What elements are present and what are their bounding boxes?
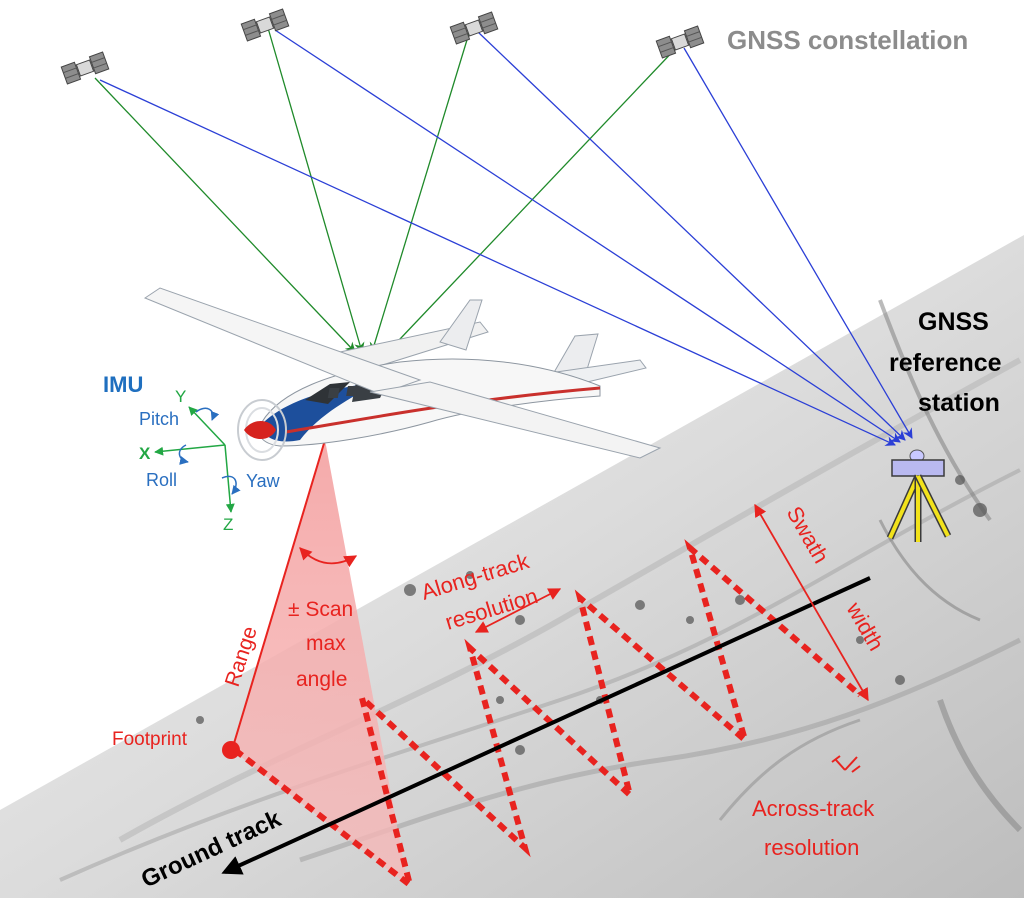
scan-label-line2: max — [306, 632, 346, 655]
aircraft-icon — [143, 287, 662, 461]
satellite-icon — [60, 51, 110, 85]
axis-z-label: Z — [223, 515, 233, 534]
across-track-label-line1: Across-track — [752, 796, 875, 821]
station-label-line3: station — [918, 389, 1000, 417]
pitch-label: Pitch — [139, 409, 179, 429]
station-label-line1: GNSS — [918, 308, 989, 336]
axis-x-label: X — [139, 444, 151, 463]
axis-y-label: Y — [175, 387, 186, 406]
imu-label: IMU — [103, 372, 143, 397]
across-track-bracket — [831, 755, 861, 773]
laser-beam — [232, 440, 408, 885]
gnss-signals-station — [99, 29, 913, 446]
station-label-line2: reference — [889, 349, 1002, 377]
yaw-label: Yaw — [246, 471, 281, 491]
scan-label-line1: ± Scan — [288, 598, 353, 621]
satellite-icon — [655, 25, 705, 59]
rotation-arrows — [178, 407, 241, 495]
satellite-icon — [240, 8, 290, 42]
along-track-arrow — [474, 588, 562, 633]
diagram-title: GNSS constellation — [727, 25, 968, 55]
gnss-signals-aircraft — [94, 27, 679, 359]
footprint-dot — [222, 741, 240, 759]
scan-label-line3: angle — [296, 668, 347, 691]
swath-arrow — [754, 503, 869, 702]
satellite-icon — [449, 11, 499, 45]
footprint-label: Footprint — [112, 729, 188, 750]
imu-axes — [154, 406, 235, 513]
across-track-label-line2: resolution — [764, 835, 859, 860]
range-line — [231, 439, 326, 751]
scan-angle-arc — [299, 547, 358, 568]
scan-pattern — [233, 539, 862, 893]
roll-label: Roll — [146, 470, 177, 490]
gnss-tripod-icon — [886, 449, 952, 542]
